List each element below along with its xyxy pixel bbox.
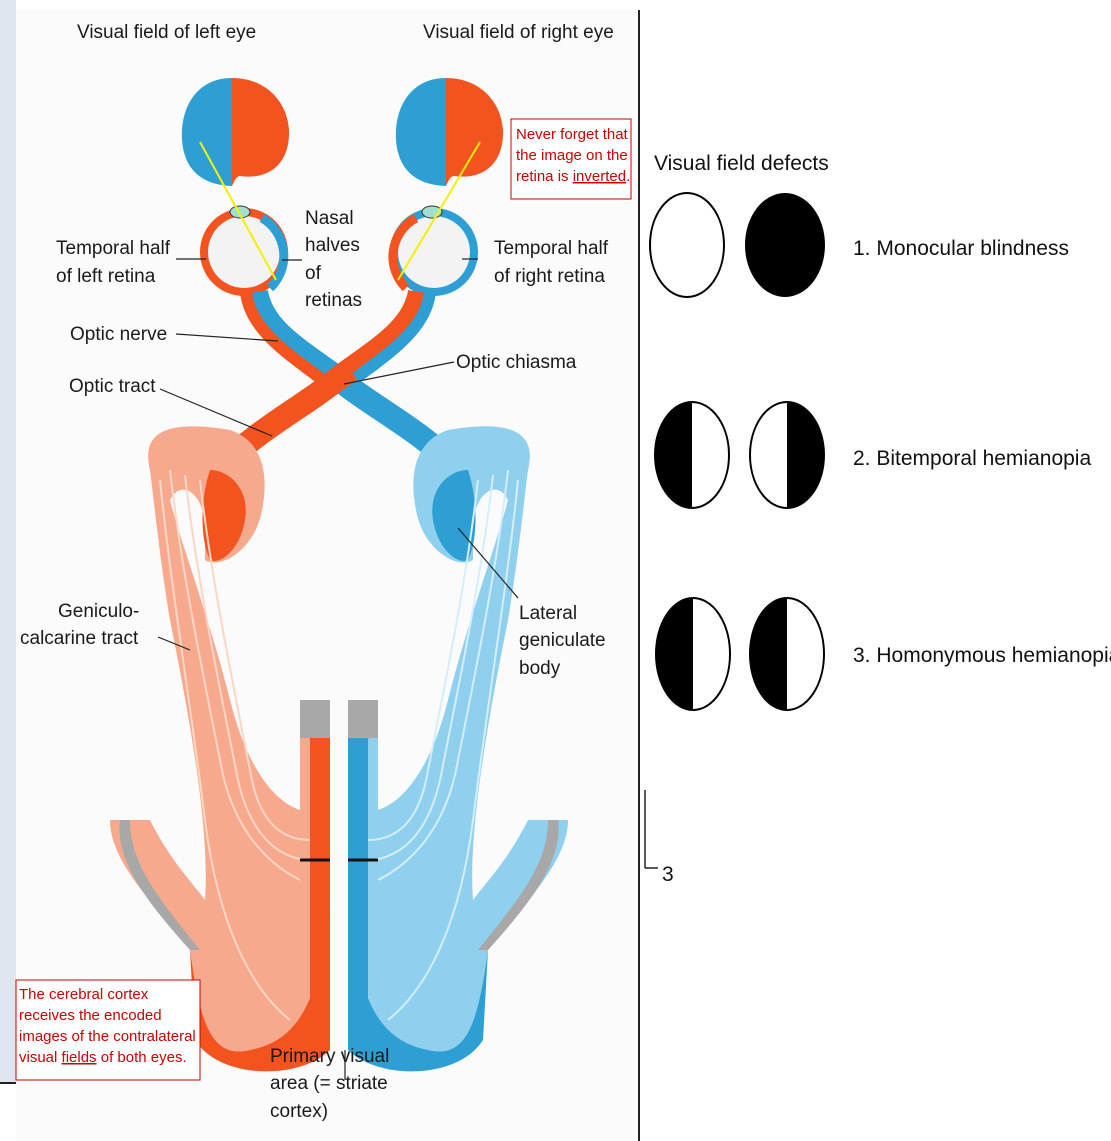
primary-line1: Primary visual (270, 1046, 389, 1067)
left-field-title: Visual field of left eye (77, 22, 256, 43)
defect-label-2: 2. Bitemporal hemianopia (853, 447, 1091, 470)
right-optic-radiation (348, 426, 568, 1071)
defect-label-1: 1. Monocular blindness (853, 237, 1069, 260)
lateral-line2: geniculate (519, 630, 606, 651)
primary-line3: cortex) (270, 1101, 328, 1122)
temporal-left-line2: of left retina (56, 266, 156, 287)
left-cortex-stub (300, 700, 330, 738)
defect-row-bitemporal (655, 402, 824, 508)
defect-row-homonymous (656, 598, 824, 710)
optic-pathways (218, 292, 460, 470)
geniculo-line2: calcarine tract (20, 628, 139, 649)
note-inverted-line3: retina is inverted. (516, 168, 630, 185)
note-cortex-line4: visual fields of both eyes. (19, 1049, 187, 1066)
temporal-right-line2: of right retina (494, 266, 605, 287)
lateral-line1: Lateral (519, 603, 577, 624)
temporal-right-line1: Temporal half (494, 238, 609, 259)
left-optic-radiation (110, 426, 330, 1071)
geniculo-line1: Geniculo- (58, 601, 139, 622)
note-cortex-line1: The cerebral cortex (19, 986, 149, 1003)
left-eye-visual-field (182, 78, 289, 186)
marker-3: 3 (662, 863, 674, 886)
defect-label-3: 3. Homonymous hemianopia (853, 644, 1111, 667)
note-cortex-line3: images of the contralateral (19, 1028, 196, 1045)
nasal-line2: halves (305, 235, 360, 256)
optic-chiasma-label: Optic chiasma (456, 352, 577, 373)
nasal-line1: Nasal (305, 208, 354, 229)
right-cortex-stub (348, 700, 378, 738)
defects-title: Visual field defects (654, 152, 829, 175)
defect-row-monocular (650, 193, 825, 297)
temporal-left-line1: Temporal half (56, 238, 171, 259)
nasal-line4: retinas (305, 290, 362, 311)
right-eye-visual-field (396, 78, 503, 186)
note-inverted-line2: the image on the (516, 147, 628, 164)
optic-tract-label: Optic tract (69, 376, 156, 397)
right-field-title: Visual field of right eye (423, 22, 614, 43)
left-eyeball (200, 206, 288, 296)
primary-line2: area (= striate (270, 1073, 388, 1094)
note-cortex-line2: receives the encoded (19, 1007, 162, 1024)
nasal-line3: of (305, 263, 322, 284)
note-inverted-line1: Never forget that (516, 126, 629, 143)
optic-nerve-label: Optic nerve (70, 324, 167, 345)
lateral-line3: body (519, 658, 561, 679)
